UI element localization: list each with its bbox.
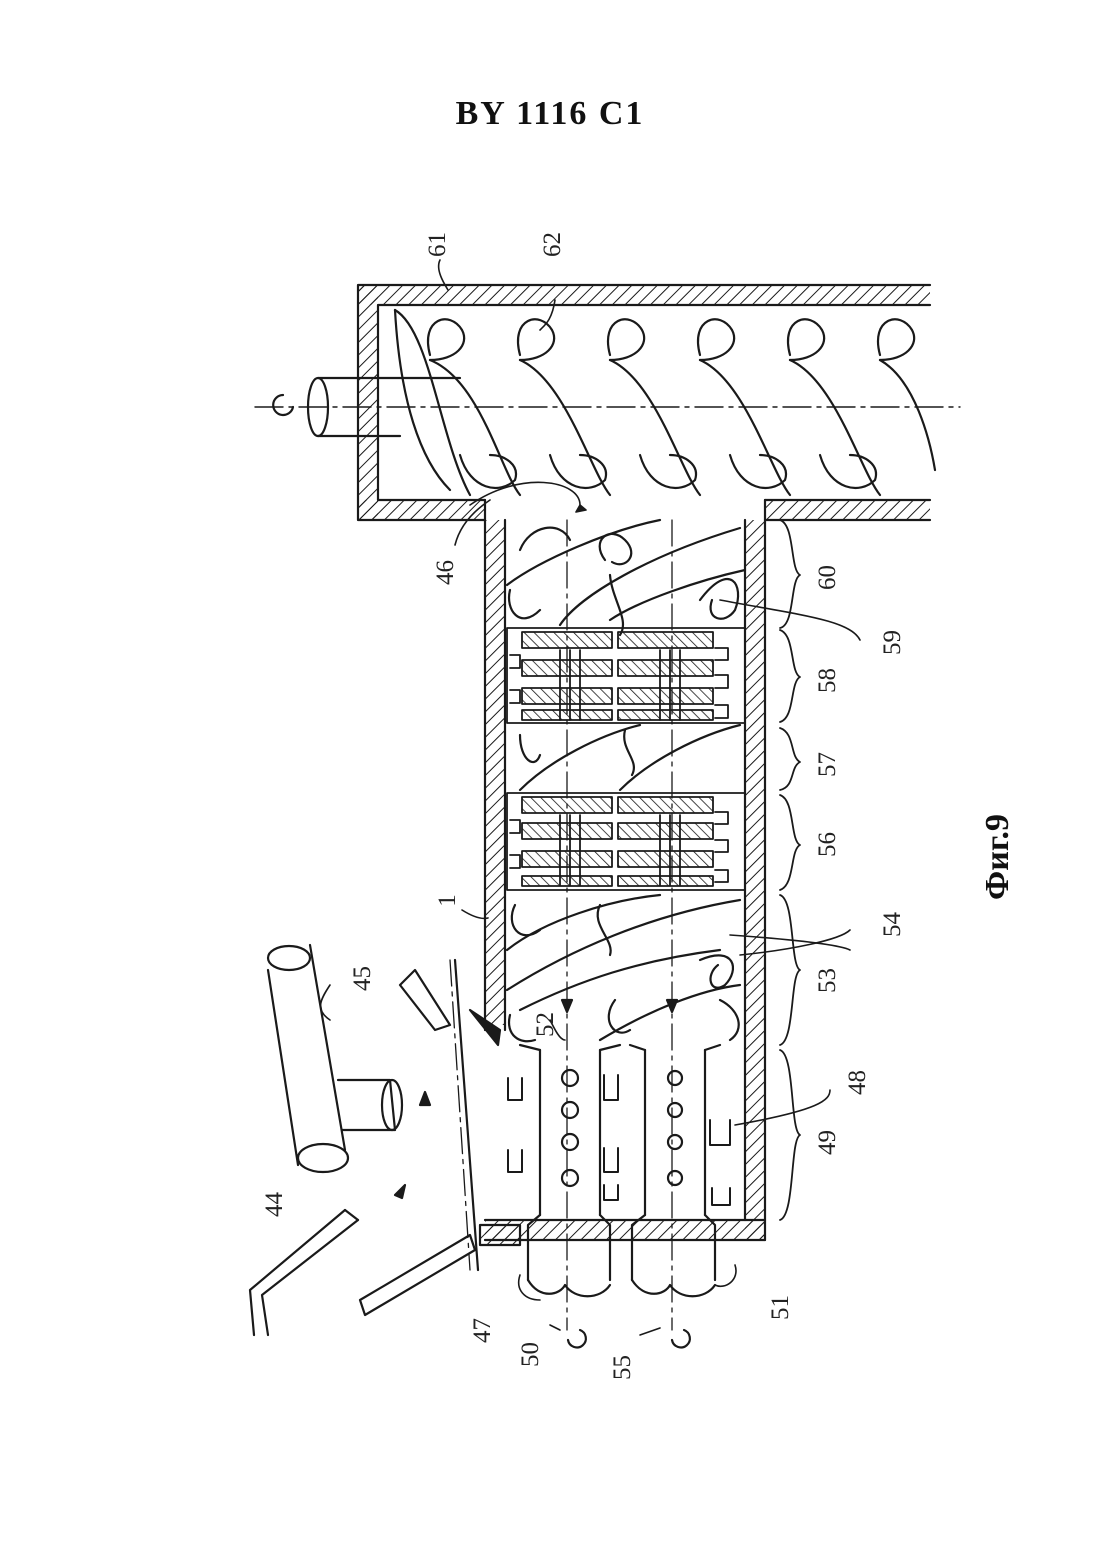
callout-59: 59 xyxy=(880,630,905,655)
callout-47: 47 xyxy=(470,1318,495,1343)
callout-46: 46 xyxy=(433,560,458,585)
callout-60: 60 xyxy=(815,565,840,590)
callout-49: 49 xyxy=(815,1130,840,1155)
callout-50: 50 xyxy=(518,1342,543,1367)
callout-62: 62 xyxy=(540,232,565,257)
callout-45: 45 xyxy=(350,966,375,991)
callout-56: 56 xyxy=(815,832,840,857)
callout-52: 52 xyxy=(533,1012,558,1037)
flow-arrow-left xyxy=(562,1000,572,1012)
callout-1: 1 xyxy=(435,894,460,907)
callout-44: 44 xyxy=(262,1192,287,1217)
kneading-block-56 xyxy=(507,793,745,890)
callout-61: 61 xyxy=(425,232,450,257)
screw-section-60 xyxy=(507,520,745,635)
hopper-47 xyxy=(400,960,478,1270)
rotor-shaft-right xyxy=(630,1045,720,1296)
callout-54: 54 xyxy=(880,912,905,937)
mixing-pins xyxy=(508,1075,730,1205)
callout-53: 53 xyxy=(815,968,840,993)
callout-55: 55 xyxy=(610,1355,635,1380)
callout-58: 58 xyxy=(815,668,840,693)
drive-arrows xyxy=(568,1330,690,1347)
callout-51: 51 xyxy=(768,1295,793,1320)
figure-caption: Фиг.9 xyxy=(981,814,1015,900)
flow-arrow-right xyxy=(667,1000,677,1012)
callout-48: 48 xyxy=(845,1070,870,1095)
kneading-block-58 xyxy=(507,628,745,723)
callout-57: 57 xyxy=(815,752,840,777)
main-barrel xyxy=(470,500,765,1245)
screw-section-57 xyxy=(520,725,740,790)
top-screw-flights xyxy=(395,310,935,495)
